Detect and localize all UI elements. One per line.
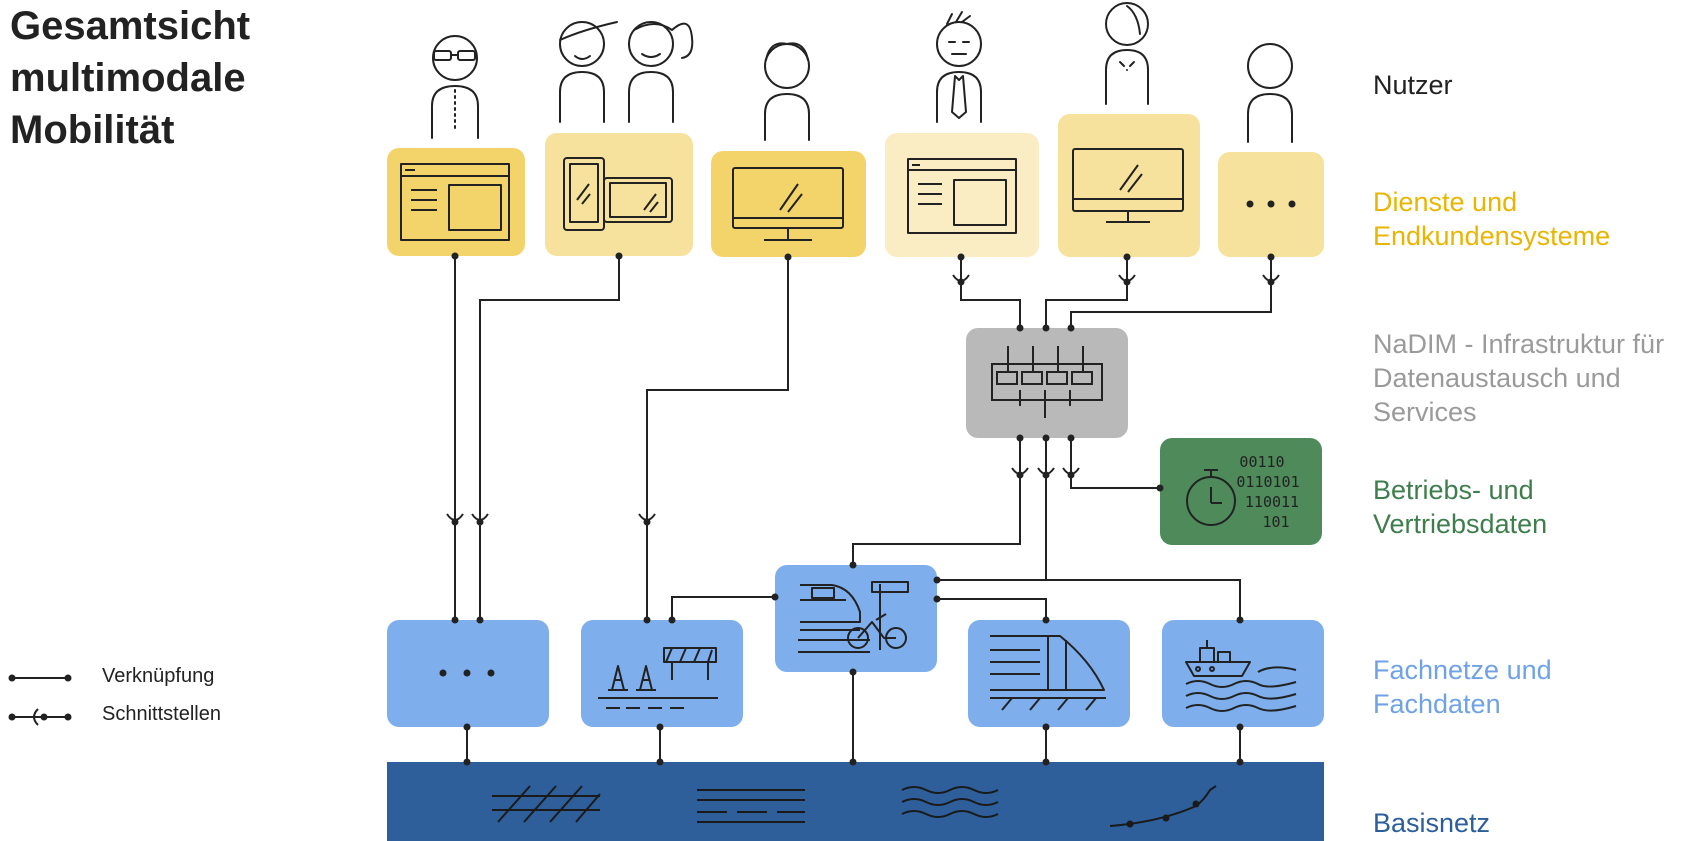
legend-interface-symbol	[8, 708, 72, 726]
layer-label-fachnetze-line1: Fachnetze und	[1373, 655, 1552, 685]
page-title: Gesamtsicht multimodale Mobilität	[10, 0, 250, 156]
layer-label-nadim: NaDIM - Infrastruktur für Datenaustausch…	[1373, 327, 1664, 429]
route-network-points	[1126, 800, 1200, 828]
binary-line-1: 00110	[1239, 453, 1284, 471]
browser-window-icon	[400, 163, 510, 241]
layer-label-basisnetz: Basisnetz	[1373, 806, 1490, 840]
binary-line-2: 0110101	[1236, 473, 1299, 491]
layer-label-betrieb: Betriebs- und Vertriebsdaten	[1373, 473, 1547, 541]
more-dots-icon-2	[439, 669, 495, 677]
network-switch-icon	[991, 346, 1103, 418]
fachnetz-box-roadworks	[581, 620, 743, 727]
legend-interface-label: Schnittstellen	[102, 703, 221, 725]
service-box-desktop-2	[1058, 114, 1200, 257]
road-network-icon	[492, 785, 601, 823]
lines-network-icon	[697, 789, 805, 823]
layer-label-basisnetz-text: Basisnetz	[1373, 808, 1491, 838]
betrieb-box	[1160, 438, 1322, 545]
layer-label-fachnetze-line2: Fachdaten	[1373, 689, 1501, 719]
user-figure-2	[559, 21, 618, 123]
layer-label-nutzer-text: Nutzer	[1373, 70, 1453, 100]
layer-label-nadim-line2: Datenaustausch und	[1373, 363, 1621, 393]
user-figure-5	[936, 11, 982, 123]
waterway-network-icon	[901, 786, 999, 818]
layer-label-fachnetze: Fachnetze und Fachdaten	[1373, 653, 1552, 721]
junction-dots	[451, 252, 1275, 766]
legend-link-symbol	[8, 674, 72, 682]
layer-label-dienste-line1: Dienste und	[1373, 187, 1518, 217]
layer-label-nadim-line1: NaDIM - Infrastruktur für	[1373, 329, 1665, 359]
user-figure-6	[1105, 2, 1149, 105]
user-figure-3	[628, 21, 694, 123]
desktop-monitor-icon-2	[1072, 148, 1184, 223]
layer-label-betrieb-line1: Betriebs- und	[1373, 475, 1534, 505]
connection-lines	[454, 256, 1272, 762]
ship-icon	[1185, 640, 1297, 712]
legend-link-label: Verknüpfung	[102, 665, 215, 687]
more-dots-icon	[1246, 200, 1296, 208]
roadworks-icon	[598, 647, 718, 709]
title-line-2: multimodale	[10, 56, 246, 100]
service-box-desktop	[711, 151, 866, 257]
binary-line-4: 101	[1262, 513, 1289, 531]
layer-label-nadim-line3: Services	[1373, 397, 1477, 427]
binary-line-3: 110011	[1245, 493, 1299, 511]
title-line-3: Mobilität	[10, 108, 175, 152]
layer-label-betrieb-line2: Vertriebsdaten	[1373, 509, 1548, 539]
user-figure-7	[1247, 43, 1293, 143]
phone-tablet-icon	[563, 157, 673, 231]
user-figure-1	[431, 35, 479, 139]
stopwatch-icon	[1186, 469, 1236, 526]
train-bike-icon	[798, 581, 909, 653]
binary-data-icon: 00110 0110101 110011 101	[1236, 453, 1299, 531]
layer-label-nutzer: Nutzer	[1373, 68, 1453, 102]
browser-window-icon-2	[907, 158, 1017, 234]
layer-label-dienste: Dienste und Endkundensysteme	[1373, 185, 1610, 253]
title-line-1: Gesamtsicht	[10, 4, 251, 48]
service-box-mobile	[545, 133, 693, 256]
fachnetz-box-multimodal	[775, 565, 937, 672]
train-icon	[990, 635, 1106, 711]
basisnetz-bar	[387, 762, 1324, 841]
user-figure-4	[764, 42, 810, 141]
fachnetze-boxes	[387, 565, 1324, 727]
desktop-monitor-icon	[732, 167, 844, 241]
layer-label-dienste-line2: Endkundensysteme	[1373, 221, 1611, 251]
